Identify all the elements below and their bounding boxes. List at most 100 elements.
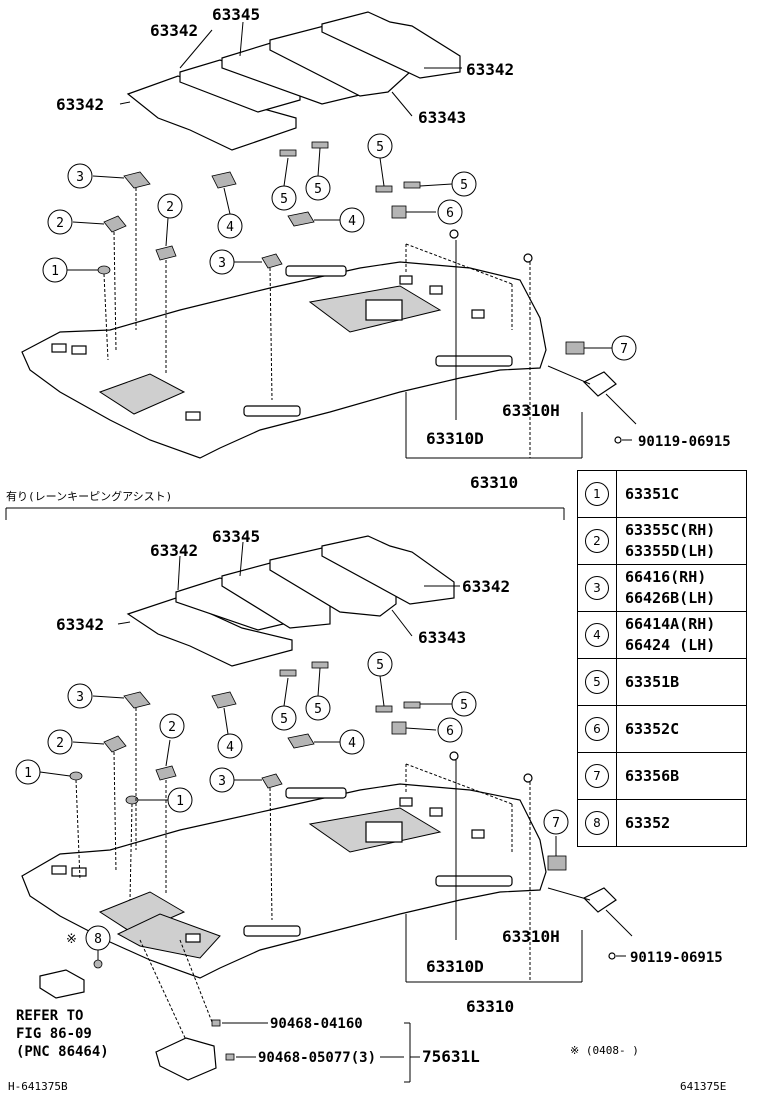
bottom-callout-1 — [15, 759, 41, 785]
bottom-map-light-opening — [365, 821, 403, 843]
legend-key-cell: 1 — [577, 470, 617, 518]
top-callout-4-label: 4 — [226, 220, 234, 235]
bottom-label-75631l: 75631L — [422, 1047, 480, 1066]
top-grip-slot-rear — [243, 405, 301, 417]
top-callout-5-d-label: 5 — [460, 178, 468, 193]
top-callout-6 — [437, 199, 463, 225]
bottom-clip-b — [523, 773, 533, 783]
bottom-callout-4-b-label: 4 — [348, 736, 356, 751]
legend-part-number: 63352C — [625, 719, 680, 738]
bottom-callout-7-label: 7 — [552, 816, 560, 831]
top-callout-5-d — [451, 171, 477, 197]
refer-line-2: FIG 86-09 — [16, 1026, 92, 1042]
bottom-callout-5-c — [367, 651, 393, 677]
bottom-part-4-b — [287, 733, 315, 749]
top-callout-2-b-label: 2 — [166, 200, 174, 215]
bottom-clip-hole-1 — [51, 865, 67, 875]
bottom-callout-3-b-label: 3 — [218, 774, 226, 789]
top-screw-90119 — [614, 436, 622, 444]
bottom-clip-a — [449, 751, 459, 761]
top-label-63310h: 63310H — [502, 401, 560, 420]
legend-part-cell: 66416(RH) 66426B(LH) — [616, 564, 747, 612]
legend-key-circle: 8 — [585, 811, 609, 835]
legend-part-number: 63352 — [625, 813, 671, 832]
bottom-grip-slot-rear — [243, 925, 301, 937]
bottom-callout-4-b — [339, 729, 365, 755]
legend-key-circle: 3 — [585, 576, 609, 600]
legend-key-cell: 4 — [577, 611, 617, 659]
legend-key-cell: 6 — [577, 705, 617, 753]
bottom-label-90468-b: 90468-05077(3) — [258, 1050, 376, 1066]
top-label-90119: 90119-06915 — [638, 434, 731, 450]
bottom-part-3-b — [261, 773, 283, 789]
top-label-63342-a: 63342 — [150, 21, 198, 40]
bottom-label-63345: 63345 — [212, 527, 260, 546]
bottom-callout-3-label: 3 — [76, 690, 84, 705]
top-callout-5-c-label: 5 — [376, 140, 384, 155]
legend-key-cell: 2 — [577, 517, 617, 565]
top-small-parts — [97, 141, 622, 444]
bottom-insulation-pads — [126, 535, 455, 667]
bottom-label-63342-a: 63342 — [150, 541, 198, 560]
legend-part-cell: 66414A(RH)66424 (LH) — [616, 611, 747, 659]
top-part-7 — [565, 341, 585, 355]
top-callout-1 — [42, 257, 68, 283]
top-callout-5-a — [271, 185, 297, 211]
section-note: 有り(レーンキーピングアシスト) — [6, 489, 172, 503]
top-diagram: 3 2 1 2 4 3 5 5 5 5 4 6 7 — [21, 5, 731, 492]
bottom-headliner — [21, 783, 547, 979]
legend-part-number: 66426B(LH) — [625, 589, 716, 607]
bottom-part-5-a — [279, 669, 297, 677]
top-grip-slot-side — [435, 355, 513, 367]
top-headliner — [21, 261, 547, 459]
top-harness-connector — [582, 371, 617, 397]
top-part-3 — [123, 171, 151, 189]
bottom-part-5-c — [375, 705, 393, 713]
bottom-callout-5-d — [451, 691, 477, 717]
footer-left-code: H-641375B — [8, 1080, 68, 1093]
legend-part-number: 66424 (LH) — [625, 636, 716, 654]
legend-key-circle: 2 — [585, 529, 609, 553]
bottom-callout-2-b-label: 2 — [168, 720, 176, 735]
bottom-diagram: 3 2 1 1 2 4 3 5 5 5 5 4 6 7 — [15, 527, 723, 1083]
top-part-5-c — [375, 185, 393, 193]
top-part-labels: 63342 63345 63342 63342 63343 63310H 633… — [56, 5, 731, 492]
bottom-callout-3-b — [209, 767, 235, 793]
top-insulation-pads — [126, 11, 461, 151]
top-callout-3-label: 3 — [76, 170, 84, 185]
bottom-label-63343: 63343 — [418, 628, 466, 647]
refer-line-3: (PNC 86464) — [16, 1044, 109, 1060]
legend-part-number: 63356B — [625, 766, 680, 785]
bottom-clip-hole-4 — [399, 797, 413, 807]
top-callout-2 — [47, 209, 73, 235]
top-label-63345: 63345 — [212, 5, 260, 24]
bottom-callout-4 — [217, 733, 243, 759]
bottom-callouts: 3 2 1 1 2 4 3 5 5 5 5 4 6 7 — [15, 651, 569, 951]
top-callout-3 — [67, 163, 93, 189]
top-callout-6-label: 6 — [446, 206, 454, 221]
top-callout-2-label: 2 — [56, 216, 64, 231]
top-part-3-b — [261, 253, 283, 269]
legend-part-number: 66416(RH) — [625, 568, 707, 586]
top-callout-5-b-label: 5 — [314, 182, 322, 197]
bottom-part-1 — [69, 771, 83, 781]
bottom-label-63310: 63310 — [466, 997, 514, 1016]
bottom-grip-slot-front — [285, 787, 347, 799]
top-pad-63342-right — [321, 11, 461, 79]
top-map-light-opening — [365, 299, 403, 321]
bottom-callout-8-label: 8 — [94, 932, 102, 947]
bottom-leader-lines — [39, 541, 633, 1083]
legend-key-circle: 5 — [585, 670, 609, 694]
bottom-part-3 — [123, 691, 151, 709]
top-label-63310d: 63310D — [426, 429, 484, 448]
bottom-camera-panel — [116, 913, 221, 959]
bottom-clip-hole-5 — [429, 807, 443, 817]
legend-part-cell: 63352 — [616, 799, 747, 847]
bottom-rear-panel — [98, 891, 186, 935]
footer-right-code: 641375E — [680, 1080, 726, 1093]
bottom-callout-3 — [67, 683, 93, 709]
bottom-asterisk-mark: ※ — [66, 932, 77, 947]
top-label-63310: 63310 — [470, 473, 518, 492]
